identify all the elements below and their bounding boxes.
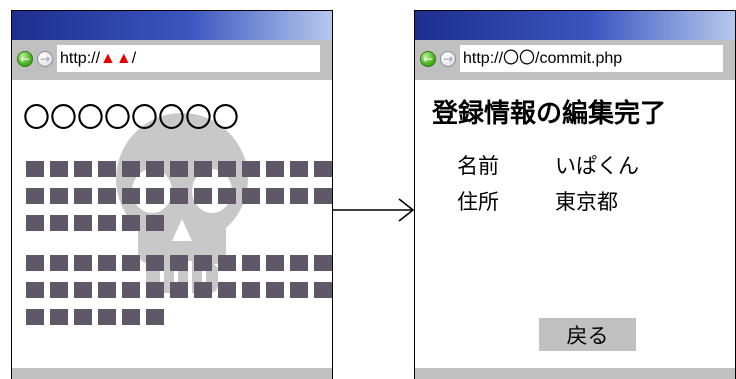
redacted-block [314, 255, 332, 271]
name-label: 名前 [457, 155, 499, 178]
name-value: いぱくん [555, 155, 639, 178]
redacted-block [26, 255, 44, 271]
address-value: 東京都 [555, 191, 618, 214]
redacted-block [26, 161, 44, 177]
arrow-icon [333, 198, 415, 222]
forward-arrow-icon[interactable]: → [440, 51, 456, 67]
skull-icon [116, 113, 248, 293]
redacted-block [290, 255, 308, 271]
redacted-block [26, 309, 44, 325]
url-suffix: / [131, 50, 137, 67]
redacted-block [146, 255, 164, 271]
redacted-block [266, 161, 284, 177]
url-field[interactable]: http://〇〇/commit.php [460, 45, 723, 72]
redacted-block [146, 215, 164, 231]
redacted-block [146, 188, 164, 204]
forward-arrow-icon[interactable]: → [37, 51, 53, 67]
status-bar [415, 368, 735, 379]
redacted-block [218, 255, 236, 271]
redacted-block [314, 188, 332, 204]
redacted-block [98, 255, 116, 271]
page-heading: 〇〇〇〇〇〇〇〇 [23, 103, 239, 133]
redacted-block [50, 282, 68, 298]
redacted-block [122, 282, 140, 298]
redacted-block [266, 282, 284, 298]
redacted-block [170, 255, 188, 271]
redacted-block [218, 161, 236, 177]
redacted-block [218, 282, 236, 298]
redacted-block [314, 282, 332, 298]
block-row [26, 188, 332, 204]
address-bar: ← → http://▲▲/ [12, 40, 332, 80]
redacted-block [146, 161, 164, 177]
redacted-block [74, 215, 92, 231]
redacted-block [74, 161, 92, 177]
address-label: 住所 [457, 191, 499, 214]
redacted-block [194, 255, 212, 271]
redacted-block [50, 215, 68, 231]
redacted-block [146, 309, 164, 325]
redacted-block [266, 255, 284, 271]
block-row [26, 309, 164, 325]
title-bar [12, 11, 332, 40]
redacted-block [194, 188, 212, 204]
redacted-block [74, 188, 92, 204]
title-bar [415, 11, 735, 40]
redacted-block [122, 309, 140, 325]
redacted-block [290, 161, 308, 177]
redacted-block [122, 188, 140, 204]
redacted-block [26, 215, 44, 231]
redacted-block [218, 188, 236, 204]
redacted-block [122, 161, 140, 177]
url-warning-marks: ▲▲ [100, 50, 132, 67]
redacted-block [290, 282, 308, 298]
redacted-block [50, 188, 68, 204]
redacted-block [74, 309, 92, 325]
redacted-block [26, 188, 44, 204]
url-field[interactable]: http://▲▲/ [57, 45, 320, 72]
result-browser-window: ← → http://〇〇/commit.php 登録情報の編集完了 名前 いぱ… [414, 10, 736, 379]
redacted-block [74, 282, 92, 298]
back-arrow-icon[interactable]: ← [420, 51, 436, 67]
redacted-block [242, 282, 260, 298]
redacted-block [290, 188, 308, 204]
redacted-block [146, 282, 164, 298]
redacted-block [194, 161, 212, 177]
block-row [26, 161, 332, 177]
redacted-block [242, 188, 260, 204]
block-row [26, 215, 164, 231]
address-bar: ← → http://〇〇/commit.php [415, 40, 735, 80]
page-heading: 登録情報の編集完了 [432, 98, 667, 128]
redacted-block [74, 255, 92, 271]
block-row [26, 255, 332, 271]
redacted-block [50, 161, 68, 177]
redacted-block [122, 255, 140, 271]
redacted-block [242, 255, 260, 271]
block-row [26, 282, 332, 298]
redacted-block [122, 215, 140, 231]
redacted-block [50, 309, 68, 325]
redacted-block [194, 282, 212, 298]
redacted-block [170, 188, 188, 204]
redacted-block [98, 188, 116, 204]
redacted-block [170, 161, 188, 177]
redacted-block [26, 282, 44, 298]
redacted-block [266, 188, 284, 204]
redacted-block [314, 161, 332, 177]
redacted-block [98, 161, 116, 177]
malicious-browser-window: ← → http://▲▲/ 〇〇〇〇〇〇〇〇 [11, 10, 333, 379]
redacted-block [98, 282, 116, 298]
redacted-block [98, 215, 116, 231]
redacted-block [50, 255, 68, 271]
url-prefix: http:// [60, 50, 101, 67]
back-button[interactable]: 戻る [539, 318, 636, 351]
redacted-block [170, 282, 188, 298]
status-bar [12, 368, 332, 379]
redacted-block [98, 309, 116, 325]
redacted-block [242, 161, 260, 177]
back-arrow-icon[interactable]: ← [17, 51, 33, 67]
